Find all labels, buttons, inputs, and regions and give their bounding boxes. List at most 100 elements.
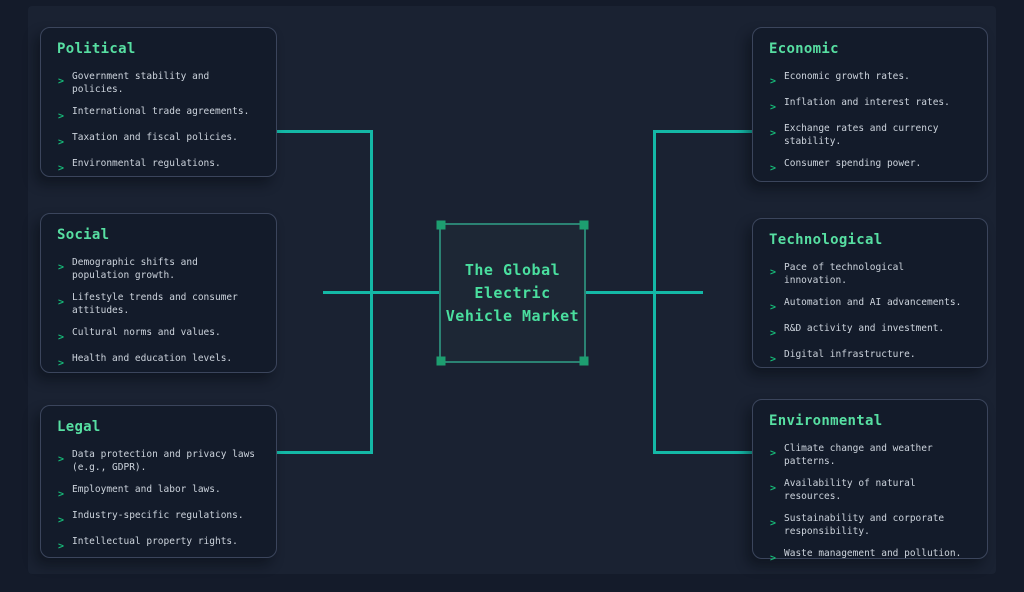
item-text: Digital infrastructure. [784, 349, 916, 360]
panel-title: Social [57, 227, 110, 243]
connector-economic [653, 130, 752, 133]
item-text: Data protection and privacy laws (e.g., … [72, 449, 256, 473]
chevron-bullet-icon: > [770, 267, 777, 278]
chevron-bullet-icon: > [770, 448, 777, 459]
connector-center-to-right [586, 291, 703, 294]
list-item: > Digital infrastructure. [769, 349, 971, 365]
item-text: Demographic shifts and population growth… [72, 257, 198, 281]
panel-title: Technological [769, 232, 883, 248]
list-item: > Taxation and fiscal policies. [57, 132, 260, 148]
list-item: > Demographic shifts and population grow… [57, 257, 260, 282]
chevron-bullet-icon: > [58, 541, 65, 552]
item-text: Health and education levels. [72, 353, 233, 364]
item-text: International trade agreements. [72, 106, 250, 117]
item-text: Waste management and pollution. [784, 548, 962, 559]
item-text: Climate change and weather patterns. [784, 443, 933, 467]
connector-left-to-center [323, 291, 439, 294]
chevron-bullet-icon: > [58, 515, 65, 526]
list-item: > Inflation and interest rates. [769, 97, 971, 113]
list-item: > Lifestyle trends and consumer attitude… [57, 292, 260, 317]
item-text: Economic growth rates. [784, 71, 910, 82]
chevron-bullet-icon: > [58, 358, 65, 369]
list-item: > Economic growth rates. [769, 71, 971, 87]
chevron-bullet-icon: > [58, 76, 65, 87]
list-item: > Environmental regulations. [57, 158, 260, 174]
panel-political[interactable]: Political > Government stability and pol… [40, 27, 277, 177]
chevron-bullet-icon: > [58, 262, 65, 273]
list-item: > Industry-specific regulations. [57, 510, 260, 526]
item-text: Environmental regulations. [72, 158, 221, 169]
item-text: Intellectual property rights. [72, 536, 238, 547]
list-item: > International trade agreements. [57, 106, 260, 122]
chevron-bullet-icon: > [770, 302, 777, 313]
panel-item-list: > Demographic shifts and population grow… [57, 257, 260, 369]
resize-handle-top-right[interactable] [579, 220, 589, 230]
connector-political [277, 130, 373, 133]
list-item: > Pace of technological innovation. [769, 262, 971, 287]
panel-technological[interactable]: Technological > Pace of technological in… [752, 218, 988, 368]
item-text: Lifestyle trends and consumer attitudes. [72, 292, 238, 316]
list-item: > Exchange rates and currency stability. [769, 123, 971, 148]
center-label-line-3: Vehicle Market [445, 306, 580, 325]
center-label-line-2: Electric [474, 283, 551, 302]
list-item: > Availability of natural resources. [769, 478, 971, 503]
item-text: Pace of technological innovation. [784, 262, 905, 286]
resize-handle-bottom-left[interactable] [436, 356, 446, 366]
list-item: > Waste management and pollution. [769, 548, 971, 564]
list-item: > Data protection and privacy laws (e.g.… [57, 449, 260, 474]
panel-item-list: > Pace of technological innovation. > Au… [769, 262, 971, 365]
panel-legal[interactable]: Legal > Data protection and privacy laws… [40, 405, 277, 558]
chevron-bullet-icon: > [770, 518, 777, 529]
chevron-bullet-icon: > [770, 483, 777, 494]
chevron-bullet-icon: > [58, 297, 65, 308]
center-node[interactable]: The Global Electric Vehicle Market [436, 220, 589, 366]
item-text: Availability of natural resources. [784, 478, 916, 502]
chevron-bullet-icon: > [770, 354, 777, 365]
panel-title: Environmental [769, 413, 883, 429]
list-item: > Employment and labor laws. [57, 484, 260, 500]
chevron-bullet-icon: > [770, 553, 777, 564]
chevron-bullet-icon: > [58, 137, 65, 148]
chevron-bullet-icon: > [58, 454, 65, 465]
list-item: > Sustainability and corporate responsib… [769, 513, 971, 538]
list-item: > Automation and AI advancements. [769, 297, 971, 313]
panel-environmental[interactable]: Environmental > Climate change and weath… [752, 399, 988, 564]
chevron-bullet-icon: > [58, 489, 65, 500]
item-text: Industry-specific regulations. [72, 510, 244, 521]
panel-item-list: > Economic growth rates. > Inflation and… [769, 71, 971, 174]
resize-handle-bottom-right[interactable] [579, 356, 589, 366]
item-text: Exchange rates and currency stability. [784, 123, 939, 147]
chevron-bullet-icon: > [770, 163, 777, 174]
panel-item-list: > Government stability and policies. > I… [57, 71, 260, 174]
item-text: Taxation and fiscal policies. [72, 132, 238, 143]
chevron-bullet-icon: > [770, 102, 777, 113]
item-text: Cultural norms and values. [72, 327, 221, 338]
chevron-bullet-icon: > [770, 328, 777, 339]
list-item: > Intellectual property rights. [57, 536, 260, 552]
chevron-bullet-icon: > [770, 128, 777, 139]
center-node-label: The Global Electric Vehicle Market [446, 259, 579, 328]
list-item: > Consumer spending power. [769, 158, 971, 174]
list-item: > Climate change and weather patterns. [769, 443, 971, 468]
panel-economic[interactable]: Economic > Economic growth rates. > Infl… [752, 27, 988, 182]
item-text: Consumer spending power. [784, 158, 922, 169]
list-item: > R&D activity and investment. [769, 323, 971, 339]
chevron-bullet-icon: > [58, 332, 65, 343]
connector-legal [277, 451, 373, 454]
item-text: Government stability and policies. [72, 71, 210, 95]
panel-item-list: > Data protection and privacy laws (e.g.… [57, 449, 260, 552]
chevron-bullet-icon: > [770, 76, 777, 87]
connector-environmental [653, 451, 752, 454]
item-text: Employment and labor laws. [72, 484, 221, 495]
panel-title: Economic [769, 41, 839, 57]
resize-handle-top-left[interactable] [436, 220, 446, 230]
center-label-line-1: The Global [464, 260, 561, 279]
chevron-bullet-icon: > [58, 163, 65, 174]
panel-social[interactable]: Social > Demographic shifts and populati… [40, 213, 277, 373]
item-text: Automation and AI advancements. [784, 297, 962, 308]
list-item: > Health and education levels. [57, 353, 260, 369]
item-text: R&D activity and investment. [784, 323, 945, 334]
item-text: Inflation and interest rates. [784, 97, 950, 108]
panel-title: Legal [57, 419, 101, 435]
